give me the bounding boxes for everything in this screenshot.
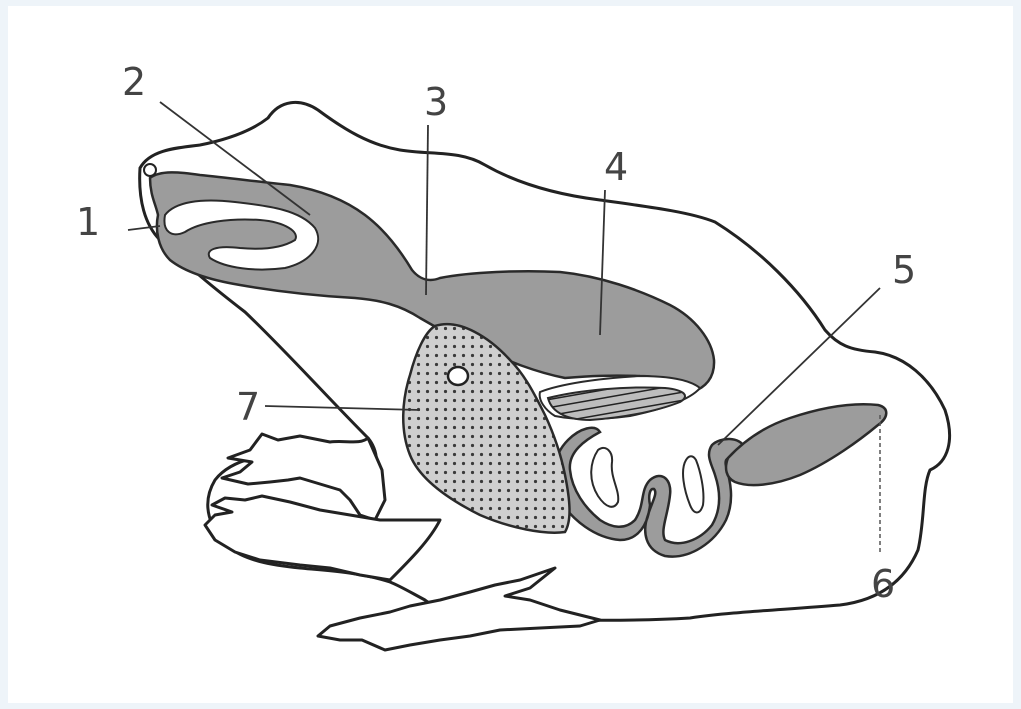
label-7: 7	[236, 385, 260, 429]
label-1: 1	[76, 200, 100, 244]
nostril	[144, 164, 156, 176]
gall-bladder	[448, 367, 468, 385]
label-2: 2	[122, 60, 146, 104]
label-3: 3	[424, 80, 448, 124]
label-4: 4	[604, 145, 628, 189]
label-6: 6	[871, 562, 895, 606]
label-5: 5	[892, 248, 916, 292]
